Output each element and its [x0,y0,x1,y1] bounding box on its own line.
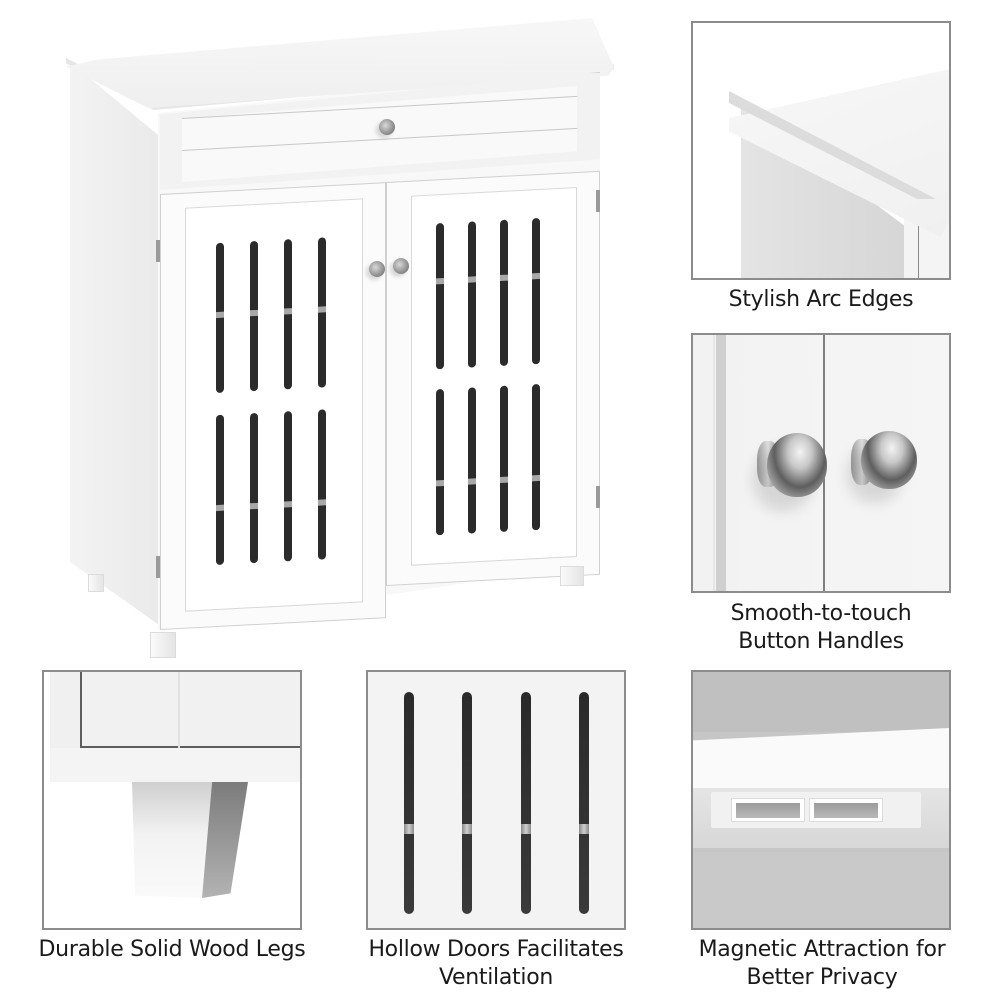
vent-slot [532,217,540,365]
back-left-leg [88,574,104,592]
right-door-panel [411,186,577,566]
vent-slot [318,237,326,388]
vent-slot [436,388,444,536]
vent-slot [250,412,258,564]
left-door-knob-icon [369,261,385,277]
vent-slot [500,385,508,533]
feature-panel-button-handles [691,333,951,593]
vent-slot-icon [579,692,589,914]
right-door-knob-icon [393,258,409,274]
cabinet-interior-back [693,852,949,928]
caption-line: Hollow Doors Facilitates [368,937,624,962]
vent-slot [318,409,326,560]
door-frame-highlight [713,335,715,591]
vent-slot [500,219,508,367]
cabinet-interior-top [693,672,949,732]
vent-slot-icon [462,692,472,914]
vent-slot-icon [404,692,414,914]
front-left-leg [150,632,176,658]
drawer-knob-icon [379,119,395,135]
vent-slot [436,222,444,370]
vent-slot [532,383,540,531]
feature-caption-button-handles: Smooth-to-touch Button Handles [690,600,952,656]
feature-caption-wood-legs: Durable Solid Wood Legs [20,936,324,964]
left-door-panel [185,198,363,612]
vent-slot [468,387,476,534]
vent-slot [216,242,224,394]
feature-caption-hollow-doors: Hollow Doors Facilitates Ventilation [346,936,646,992]
door-edge-line [918,193,919,278]
left-door [160,182,386,631]
feature-caption-arc-edges: Stylish Arc Edges [690,286,952,314]
caption-line: Stylish Arc Edges [728,287,914,312]
hinge-icon [596,486,600,508]
right-button-handle-icon [861,431,917,489]
feature-caption-magnetic-catch: Magnetic Attraction for Better Privacy [676,936,968,992]
bottom-rail [50,748,300,782]
hinge-icon [596,190,600,212]
wood-leg-icon [132,782,212,898]
vent-slot-icon [521,692,531,914]
feature-panel-wood-legs [42,670,302,930]
caption-line: Smooth-to-touch [730,601,912,626]
feature-panel-magnetic-catch [691,670,951,930]
right-door [386,170,600,586]
caption-line: Durable Solid Wood Legs [38,937,306,962]
magnet-icon [731,798,805,822]
front-right-leg [560,566,584,586]
magnet-icon [809,798,883,822]
caption-line: Ventilation [439,965,553,990]
feature-panel-arc-edges [691,21,951,280]
door-frame-groove [716,335,726,591]
hinge-icon [156,240,160,262]
hinge-icon [156,556,160,578]
caption-line: Magnetic Attraction for [698,937,946,962]
vent-slot [468,221,476,368]
vent-slot [284,411,292,562]
cabinet-side-panel [70,62,166,630]
cabinet-main-image [0,0,640,670]
vent-slot [284,239,292,390]
left-button-handle-icon [767,433,827,497]
feature-panel-hollow-doors [366,670,626,930]
door-seam [178,672,180,748]
door-bottom-edge [80,672,300,748]
vent-slot [250,240,258,392]
caption-line: Button Handles [738,629,904,654]
vent-slot [216,414,224,566]
caption-line: Better Privacy [746,965,898,990]
